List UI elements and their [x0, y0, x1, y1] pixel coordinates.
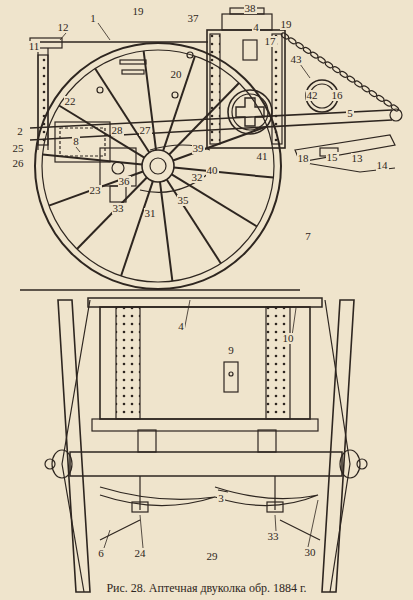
callout-number: 28	[111, 125, 124, 136]
callout-number: 43	[290, 54, 303, 65]
callout-number: 4	[252, 22, 260, 33]
callout-number: 3	[217, 493, 225, 504]
callout-number: 20	[170, 69, 183, 80]
callout-number: 23	[89, 185, 102, 196]
callout-number: 41	[256, 151, 269, 162]
callout-number: 19	[132, 6, 145, 17]
callout-number: 39	[192, 143, 205, 154]
callout-number: 11	[28, 41, 41, 52]
callout-number: 14	[376, 160, 389, 171]
callout-number: 26	[12, 158, 25, 169]
callout-number: 18	[297, 153, 310, 164]
callout-number: 8	[72, 136, 80, 147]
callout-number: 40	[206, 165, 219, 176]
callout-number: 42	[306, 90, 319, 101]
side-view	[20, 8, 402, 290]
callout-number: 9	[227, 345, 235, 356]
callout-number: 22	[64, 96, 77, 107]
callout-number: 17	[264, 36, 277, 47]
callout-number: 37	[187, 13, 200, 24]
callout-number: 30	[304, 547, 317, 558]
figure-caption: Рис. 28. Аптечная двуколка обр. 1884 г.	[106, 581, 306, 596]
callout-number: 6	[97, 548, 105, 559]
callout-number: 15	[326, 152, 339, 163]
callout-number: 13	[351, 153, 364, 164]
callout-number: 35	[177, 195, 190, 206]
callout-number: 5	[346, 108, 354, 119]
callout-number: 7	[304, 231, 312, 242]
callout-number: 16	[331, 90, 344, 101]
callout-number: 29	[206, 551, 219, 562]
callout-number: 10	[282, 333, 295, 344]
callout-number: 31	[144, 208, 157, 219]
callout-number: 19	[280, 19, 293, 30]
callout-number: 2	[16, 126, 24, 137]
callout-number: 27	[139, 125, 152, 136]
callout-number: 24	[134, 548, 147, 559]
callout-number: 32	[191, 172, 204, 183]
callout-number: 36	[118, 176, 131, 187]
callout-number: 4	[177, 321, 185, 332]
callout-number: 38	[244, 3, 257, 14]
callout-number: 25	[12, 143, 25, 154]
callout-number: 1	[89, 13, 97, 24]
callout-number: 33	[267, 531, 280, 542]
callout-number: 12	[57, 22, 70, 33]
callout-number: 33	[112, 203, 125, 214]
rear-view	[45, 298, 367, 592]
